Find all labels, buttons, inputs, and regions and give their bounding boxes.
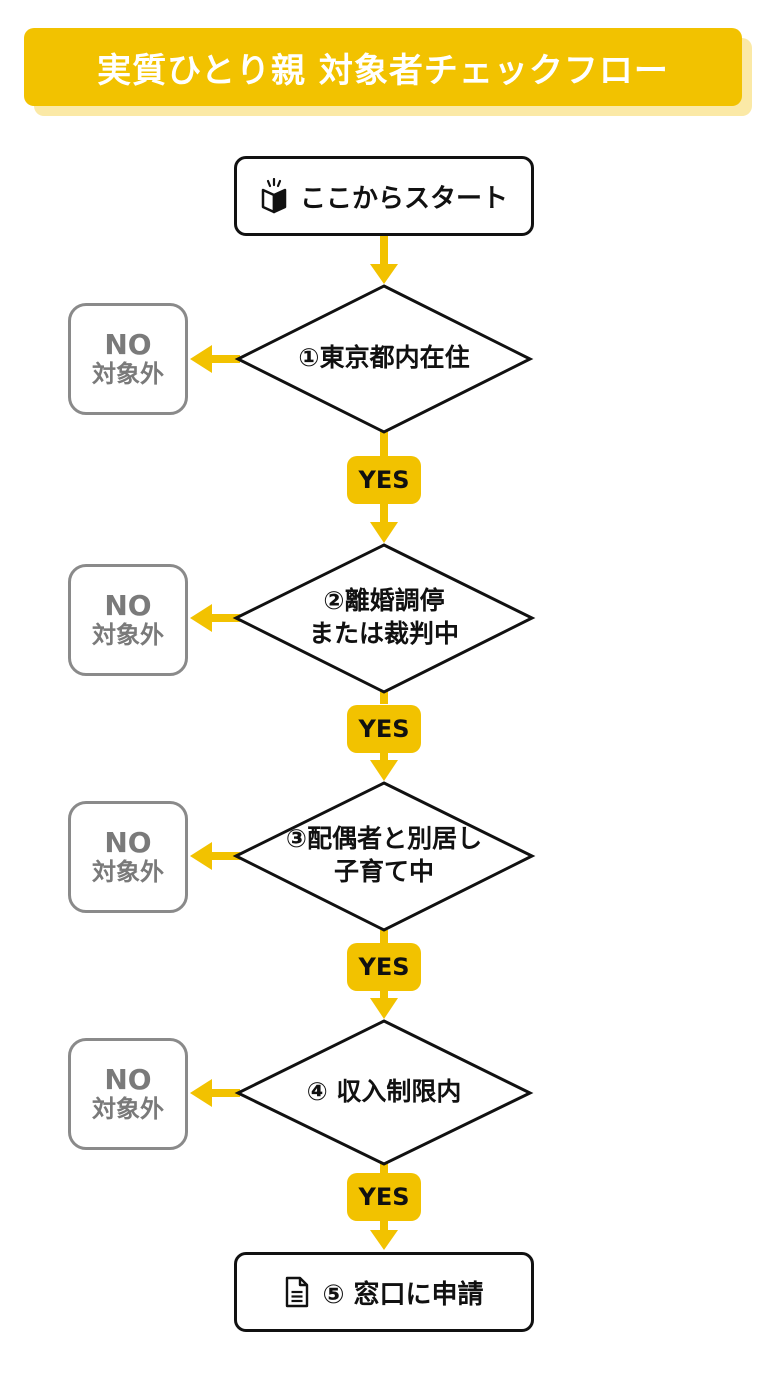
arrow-head: [370, 998, 398, 1019]
step-2-label: ②離婚調停 または裁判中: [264, 585, 504, 650]
connector: [380, 753, 388, 763]
document-icon: [286, 1276, 309, 1308]
step-3-line-1: ③配偶者と別居し: [285, 824, 483, 853]
no-label: NO: [104, 589, 152, 623]
step-4-line-1: ④ 収入制限内: [306, 1077, 462, 1106]
end-label: ⑤ 窓口に申請: [322, 1279, 484, 1310]
step-4-label: ④ 収入制限内: [264, 1076, 504, 1109]
connector: [380, 690, 388, 704]
step-1-line-1: ①東京都内在住: [298, 343, 470, 372]
step-3-line-2: 子育て中: [333, 856, 434, 886]
arrow-head: [370, 522, 398, 543]
decision-diamond-3: [232, 781, 536, 932]
yes-label-4: YES: [347, 1173, 421, 1221]
no-label: NO: [104, 1063, 152, 1097]
yes-label-1: YES: [347, 456, 421, 504]
arrow-head: [370, 264, 398, 284]
no-outcome-label: 対象外: [92, 360, 164, 389]
step-2-line-2: または裁判中: [308, 618, 459, 648]
no-outcome-label: 対象外: [92, 1095, 164, 1124]
start-box: ここからスタート: [234, 156, 534, 236]
arrow-head: [190, 1079, 212, 1107]
arrow-head: [190, 345, 212, 373]
no-connector: [210, 1089, 240, 1097]
arrow-head: [190, 604, 212, 632]
no-box-4: NO 対象外: [68, 1038, 188, 1150]
arrow-head: [370, 760, 398, 781]
no-outcome-label: 対象外: [92, 858, 164, 887]
connector: [380, 930, 388, 944]
step-3-label: ③配偶者と別居し 子育て中: [254, 823, 514, 888]
no-label: NO: [104, 328, 152, 362]
connector: [380, 503, 388, 525]
no-connector: [210, 355, 240, 363]
connector: [380, 1162, 388, 1174]
no-connector: [210, 852, 240, 860]
yes-label-3: YES: [347, 943, 421, 991]
end-box: ⑤ 窓口に申請: [234, 1252, 534, 1332]
decision-diamond-4: [234, 1019, 534, 1166]
step-1-label: ①東京都内在住: [264, 342, 504, 375]
connector: [380, 991, 388, 1001]
beginner-mark-icon: [261, 178, 287, 214]
no-box-2: NO 対象外: [68, 564, 188, 676]
connector-start: [380, 236, 388, 266]
arrow-head: [190, 842, 212, 870]
page-title: 実質ひとり親 対象者チェックフロー: [24, 28, 742, 106]
decision-diamond-1: [234, 284, 534, 434]
arrow-head: [370, 1230, 398, 1250]
decision-diamond-2: [232, 543, 536, 694]
no-outcome-label: 対象外: [92, 621, 164, 650]
no-label: NO: [104, 826, 152, 860]
no-box-1: NO 対象外: [68, 303, 188, 415]
no-connector: [210, 614, 240, 622]
no-box-3: NO 対象外: [68, 801, 188, 913]
step-2-line-1: ②離婚調停: [323, 586, 445, 615]
yes-label-2: YES: [347, 705, 421, 753]
start-label: ここからスタート: [299, 183, 508, 214]
connector: [380, 1220, 388, 1232]
connector: [380, 430, 388, 456]
